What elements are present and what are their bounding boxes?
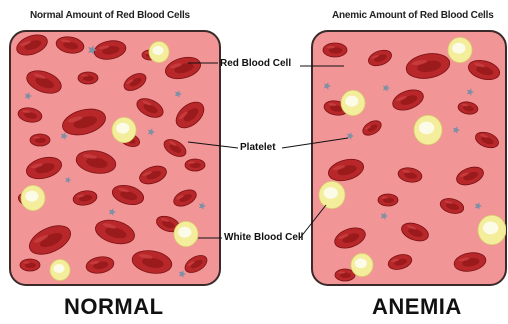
white-blood-cell <box>414 115 442 144</box>
white-blood-cell <box>21 185 45 210</box>
white-blood-cell <box>351 253 373 276</box>
white-blood-cell-label: White Blood Cell <box>224 232 303 243</box>
white-blood-cell <box>112 117 136 142</box>
red-blood-cell <box>378 194 398 206</box>
white-blood-cell <box>50 260 70 281</box>
white-blood-cell <box>478 215 506 244</box>
white-blood-cell <box>149 42 169 63</box>
red-blood-cell <box>20 259 40 271</box>
white-blood-cell <box>341 90 365 115</box>
platelet-label: Platelet <box>240 142 276 153</box>
red-blood-cell <box>30 134 50 146</box>
red-blood-cell <box>185 159 205 171</box>
white-blood-cell <box>448 37 472 62</box>
red-blood-cell-label: Red Blood Cell <box>220 58 291 69</box>
white-blood-cell <box>174 221 198 246</box>
red-blood-cell <box>323 43 347 57</box>
normal-label: NORMAL <box>64 294 164 320</box>
white-blood-cell <box>319 181 345 208</box>
red-blood-cell <box>78 72 98 84</box>
anemia-label: ANEMIA <box>372 294 462 320</box>
